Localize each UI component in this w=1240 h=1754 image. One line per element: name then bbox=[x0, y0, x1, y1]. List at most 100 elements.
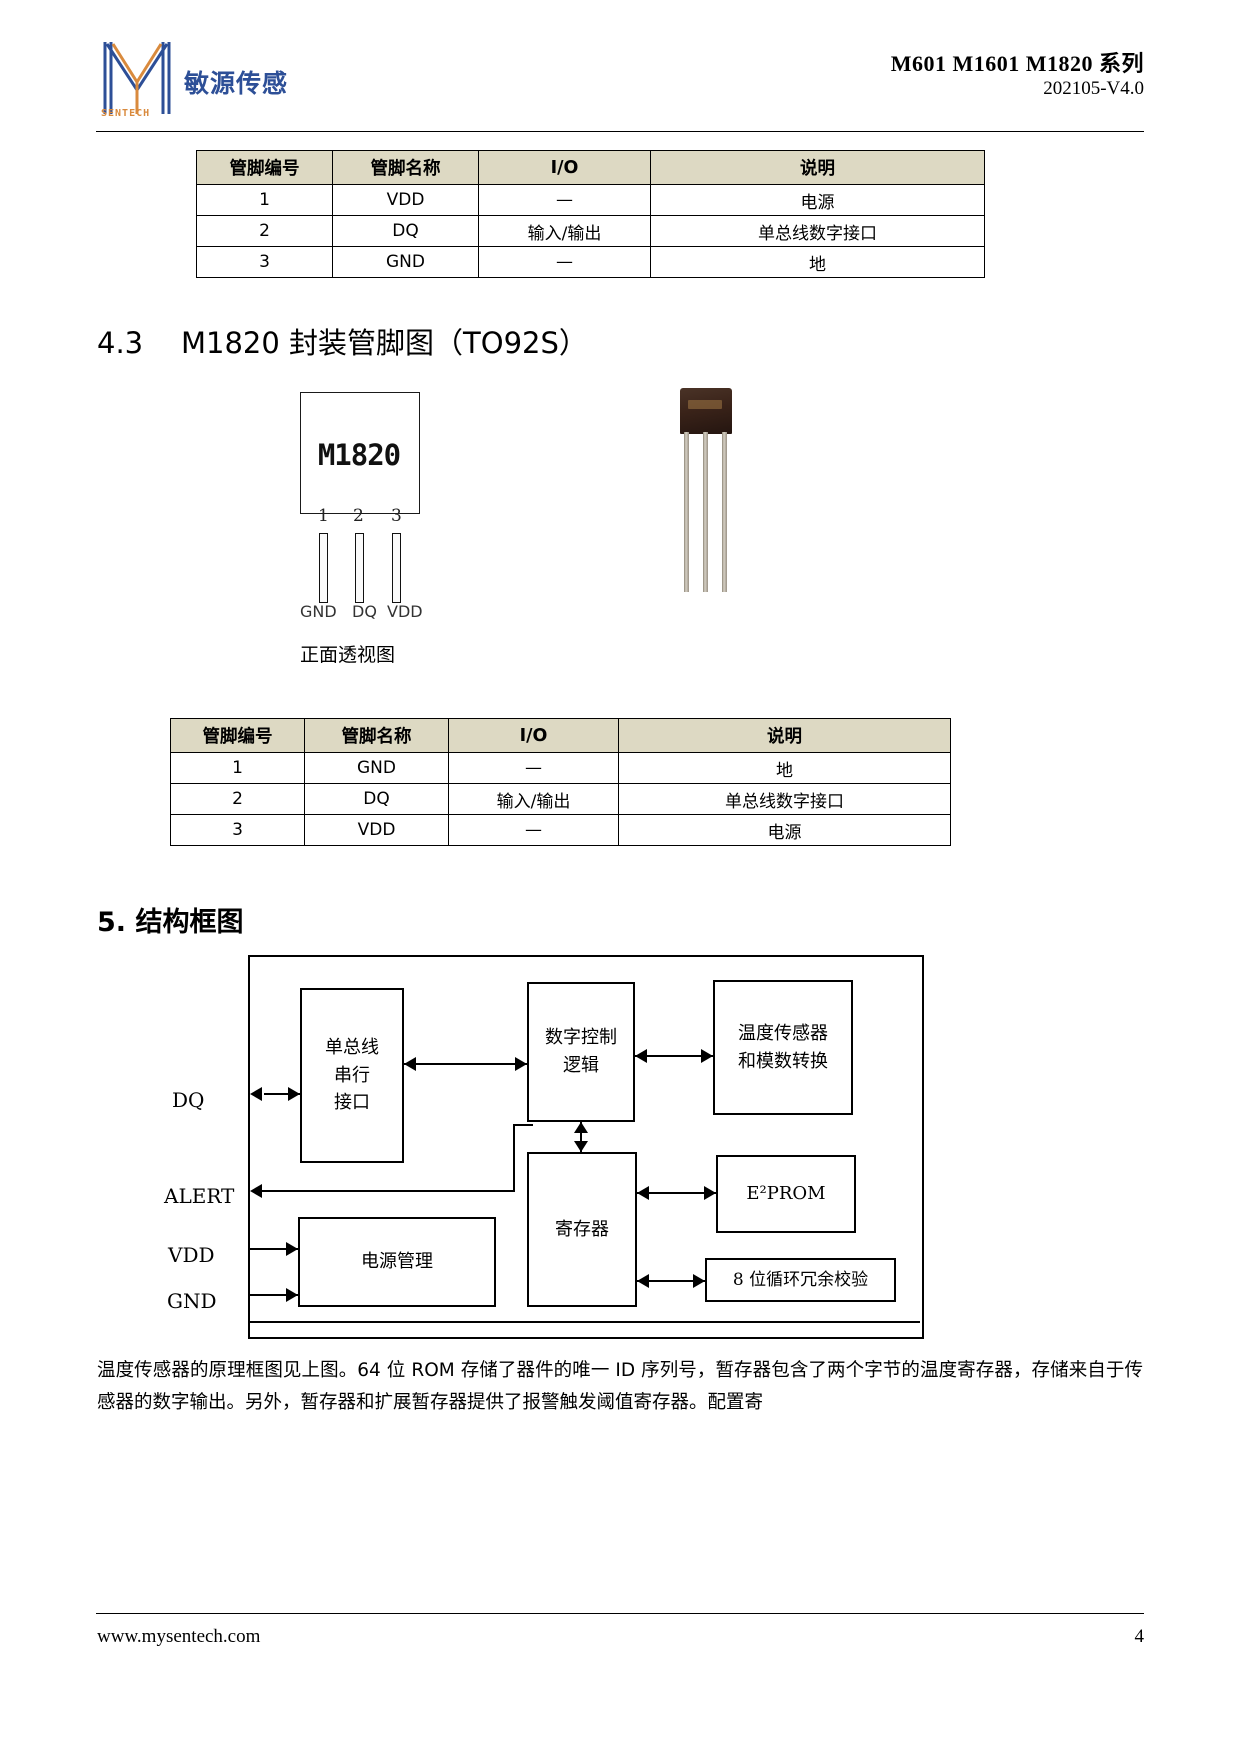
diagram-pin-dq: DQ bbox=[172, 1088, 205, 1112]
package-pin-number-1: 1 bbox=[318, 506, 329, 526]
block-line: E²PROM bbox=[746, 1183, 826, 1205]
block-serial-interface: 单总线 串行 接口 bbox=[300, 988, 404, 1163]
package-lead-3 bbox=[392, 533, 401, 603]
cell-description: 电源 bbox=[618, 814, 951, 846]
package-lead-1 bbox=[319, 533, 328, 603]
column-header: 管脚编号 bbox=[170, 718, 305, 753]
block-line: 串行 bbox=[334, 1064, 370, 1086]
connector-gnd bbox=[248, 1294, 298, 1297]
arrow-right bbox=[693, 1274, 705, 1288]
column-header: I/O bbox=[448, 718, 619, 753]
body-paragraph: 温度传感器的原理框图见上图。64 位 ROM 存储了器件的唯一 ID 序列号，暂… bbox=[97, 1360, 1143, 1414]
block-power-management: 电源管理 bbox=[298, 1217, 496, 1307]
arrow-right bbox=[288, 1087, 300, 1101]
cell-io: 输入/输出 bbox=[448, 783, 619, 815]
arrow-right bbox=[704, 1186, 716, 1200]
header-version: 202105-V4.0 bbox=[1043, 78, 1144, 99]
arrow-left bbox=[635, 1049, 647, 1063]
cell-pin-number: 1 bbox=[170, 752, 305, 784]
arrow-right bbox=[286, 1242, 298, 1256]
column-header: 说明 bbox=[650, 150, 985, 185]
connector-alert-seg-v bbox=[513, 1124, 516, 1190]
arrow-left bbox=[637, 1186, 649, 1200]
connector-logic-registers bbox=[580, 1122, 583, 1152]
header-divider bbox=[96, 131, 1144, 132]
logo-wordmark: SENTECH bbox=[101, 108, 151, 119]
block-line: 8 位循环冗余校验 bbox=[732, 1269, 869, 1290]
cell-pin-number: 3 bbox=[196, 246, 333, 278]
column-header: 管脚编号 bbox=[196, 150, 333, 185]
cell-pin-name: DQ bbox=[332, 215, 479, 247]
section-heading-5: 5. 结构框图 bbox=[97, 907, 244, 938]
block-line: 数字控制 bbox=[545, 1027, 617, 1049]
table-row: 2 DQ 输入/输出 单总线数字接口 bbox=[170, 783, 951, 815]
cell-io: 输入/输出 bbox=[478, 215, 651, 247]
page-header: SENTECH 敏源传感 M601 M1601 M1820 系列 202105-… bbox=[96, 36, 1144, 132]
block-registers: 寄存器 bbox=[527, 1152, 637, 1307]
table-row: 2 DQ 输入/输出 单总线数字接口 bbox=[196, 215, 985, 247]
table-row: 3 GND — 地 bbox=[196, 246, 985, 278]
cell-io: — bbox=[478, 184, 651, 216]
cell-pin-number: 3 bbox=[170, 814, 305, 846]
column-header: 管脚名称 bbox=[304, 718, 449, 753]
logo-m-icon bbox=[103, 42, 171, 114]
photo-lead-1 bbox=[684, 432, 689, 592]
connector-registers-crc bbox=[637, 1280, 705, 1283]
package-outline bbox=[300, 392, 420, 514]
connector-alert-seg-h1 bbox=[513, 1124, 533, 1127]
connector-serial-logic bbox=[404, 1063, 527, 1066]
diagram-pin-gnd: GND bbox=[167, 1289, 217, 1313]
connector-ground-rail-v bbox=[248, 1294, 251, 1323]
arrow-right bbox=[701, 1049, 713, 1063]
cell-pin-name: DQ bbox=[304, 783, 449, 815]
package-pin-number-3: 3 bbox=[391, 506, 402, 526]
footer-divider bbox=[96, 1613, 1144, 1614]
to92-package-photo bbox=[676, 388, 736, 593]
cell-description: 地 bbox=[650, 246, 985, 278]
cell-pin-name: GND bbox=[304, 752, 449, 784]
block-digital-control-logic: 数字控制 逻辑 bbox=[527, 982, 635, 1122]
header-product-title: M601 M1601 M1820 系列 bbox=[890, 51, 1144, 76]
cell-description: 单总线数字接口 bbox=[650, 215, 985, 247]
table-header-row: 管脚编号 管脚名称 I/O 说明 bbox=[196, 150, 985, 185]
photo-lead-2 bbox=[703, 432, 708, 592]
connector-alert-seg-h2 bbox=[262, 1190, 515, 1193]
arrow-right bbox=[515, 1057, 527, 1071]
cell-io: — bbox=[478, 246, 651, 278]
pinout-table-1: 管脚编号 管脚名称 I/O 说明 1 VDD — 电源 2 DQ 输入/输出 单… bbox=[196, 150, 985, 278]
footer-page-number: 4 bbox=[1134, 1626, 1145, 1647]
package-part-label: M1820 bbox=[317, 438, 401, 472]
block-temperature-sensor-adc: 温度传感器 和模数转换 bbox=[713, 980, 853, 1115]
logo-company-name: 敏源传感 bbox=[184, 69, 289, 98]
cell-io: — bbox=[448, 814, 619, 846]
table-row: 1 VDD — 电源 bbox=[196, 184, 985, 216]
cell-pin-number: 1 bbox=[196, 184, 333, 216]
diagram-pin-alert: ALERT bbox=[164, 1184, 235, 1208]
arrow-down bbox=[574, 1141, 588, 1152]
package-pin-number-2: 2 bbox=[353, 506, 364, 526]
block-line: 接口 bbox=[334, 1092, 370, 1114]
package-pin-name-vdd: VDD bbox=[387, 602, 423, 621]
cell-description: 单总线数字接口 bbox=[618, 783, 951, 815]
cell-description: 电源 bbox=[650, 184, 985, 216]
cell-pin-number: 2 bbox=[196, 215, 333, 247]
block-line: 逻辑 bbox=[563, 1055, 599, 1076]
package-lead-2 bbox=[355, 533, 364, 603]
arrow-left bbox=[404, 1057, 416, 1071]
pinout-table-2: 管脚编号 管脚名称 I/O 说明 1 GND — 地 2 DQ 输入/输出 单总… bbox=[170, 718, 951, 846]
cell-description: 地 bbox=[618, 752, 951, 784]
cell-pin-name: VDD bbox=[332, 184, 479, 216]
section-number: 4.3 bbox=[97, 326, 144, 360]
package-pin-name-gnd: GND bbox=[300, 602, 337, 621]
block-eeprom: E²PROM bbox=[716, 1155, 856, 1233]
column-header: I/O bbox=[478, 150, 651, 185]
connector-vdd bbox=[248, 1248, 298, 1251]
package-pin-name-dq: DQ bbox=[352, 602, 377, 621]
arrow-left bbox=[637, 1274, 649, 1288]
arrow-left bbox=[250, 1087, 262, 1101]
arrow-right bbox=[286, 1288, 298, 1302]
block-line: 电源管理 bbox=[361, 1251, 433, 1273]
cell-pin-name: VDD bbox=[304, 814, 449, 846]
